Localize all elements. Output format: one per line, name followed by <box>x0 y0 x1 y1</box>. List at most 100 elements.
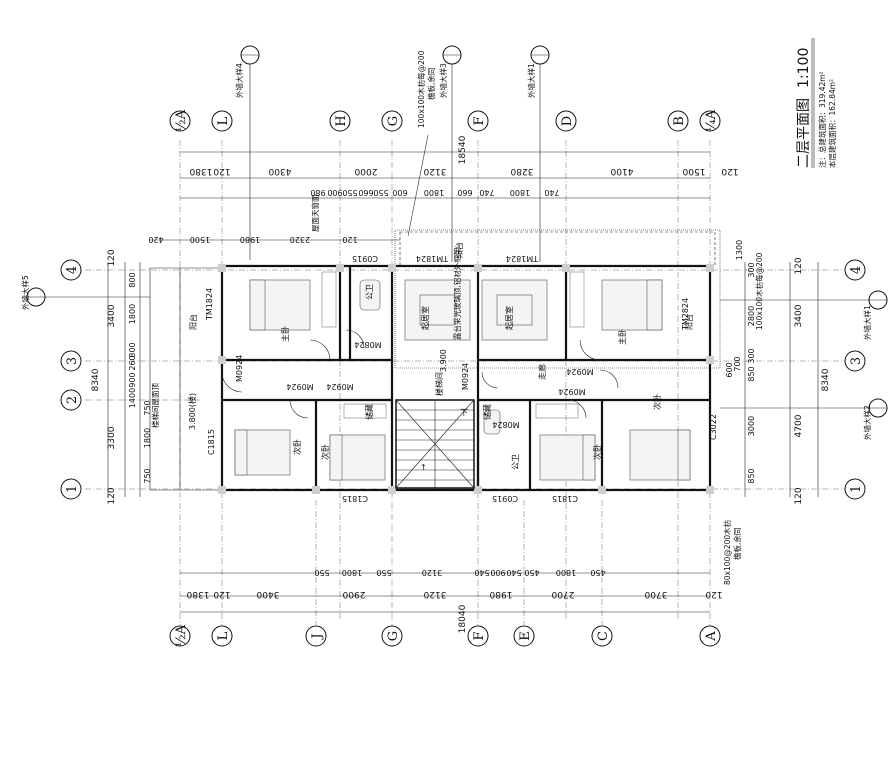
note-left-1: 外墙大样5 <box>20 275 30 310</box>
note-right-2: 外墙大样2 <box>862 405 872 440</box>
dim-bottom-6: 2700 <box>551 589 574 599</box>
bottom-axis-bubbles: ½A L J G F E C A <box>169 624 721 647</box>
axis-bottom-4: F <box>472 631 487 640</box>
dim-left-sub-5: 1400 <box>128 388 137 408</box>
dim-top-sub-2: 550 <box>342 188 357 197</box>
dim-top-3: 2000 <box>354 166 377 176</box>
dim-left-sub-4: 900 <box>128 372 137 387</box>
dim-right-sub-4: 850 <box>747 366 756 381</box>
axis-bottom-0: ½A <box>174 624 189 647</box>
room-master-right: 主卧 <box>617 329 627 345</box>
top-axis-bubbles: ½A L H G F D B ¼A <box>169 109 721 132</box>
dim-right-sub-1: 300 <box>747 262 756 277</box>
dim-top-sub-9: 1800 <box>510 188 530 197</box>
stair-down-label: 下 <box>460 408 468 417</box>
dim-bottom-2: 3400 <box>256 589 279 599</box>
dim-bottom-sub-2: 550 <box>376 568 391 577</box>
dim-right-sub-6: 850 <box>747 468 756 483</box>
dim-bottom-sub-3: 3120 <box>422 568 442 577</box>
dim-top-row3-0: 420 <box>148 235 163 244</box>
dim-bottom-sub-1: 1800 <box>342 568 362 577</box>
axis-bottom-2: J <box>310 633 325 640</box>
dim-left-0: 120 <box>107 249 117 266</box>
note-left-side: 楼梯间屋面顶 <box>150 383 160 428</box>
dim-top-row3-1: 1500 <box>190 235 210 244</box>
dim-left-sub-7: 1800 <box>143 428 152 448</box>
dim-top-sub-8: 740 <box>479 188 494 197</box>
tag-m0924-f: M0924 <box>558 387 585 396</box>
room-store-1: 储藏 <box>364 404 374 420</box>
tag-c0915-bot: C0915 <box>492 494 518 503</box>
dim-top-sub-0: 980 <box>310 188 325 197</box>
axis-top-1: L <box>216 116 231 125</box>
toilet-2 <box>483 409 501 435</box>
axis-left-1: 3 <box>65 357 80 365</box>
dim-left-sub-2: 800 <box>128 342 137 357</box>
note-roof-top: 屋面天窗面 <box>310 194 320 232</box>
axis-bottom-6: C <box>596 631 611 641</box>
dim-top-6: 4100 <box>610 166 633 176</box>
drawing-scale: 1:100 <box>796 48 812 88</box>
interior-walls <box>222 266 710 490</box>
tag-c0915-top: C0915 <box>352 254 378 263</box>
room-stair: 楼梯间 <box>434 372 444 396</box>
dim-left-sub-6: 750 <box>143 400 152 415</box>
tag-tm1824-a: TM1824 <box>205 288 214 321</box>
callout-notes: 外墙大样4 外墙大样3 外墙大样1 100x100木枋每@200 檐板,余同 屋… <box>20 45 888 585</box>
drawing-title: 二层平面图 <box>796 98 812 168</box>
dim-top-row3-4: 120 <box>342 235 357 244</box>
tag-m0824-b: M0824 <box>492 420 519 429</box>
furniture <box>234 271 691 481</box>
dim-left-sub-0: 800 <box>128 272 137 287</box>
dim-bottom-0: 1380 <box>186 589 209 599</box>
dim-right-total: 8340 <box>821 368 831 391</box>
dim-top-2: 4300 <box>268 166 291 176</box>
tag-m0924-c: M0924 <box>326 382 353 391</box>
top-dimensions-row3: 420 1500 1980 2320 120 <box>148 235 400 244</box>
wardrobe-left <box>321 271 337 328</box>
dim-bottom-4: 3120 <box>423 589 446 599</box>
dim-top-0: 1380 <box>189 166 212 176</box>
note-top-beam: 100x100木枋每@200 <box>416 50 426 128</box>
dim-top-8: 120 <box>721 166 738 176</box>
tag-tm1824-c: TM1824 <box>506 254 539 263</box>
dim-bottom-5: 1980 <box>489 589 512 599</box>
tag-c1815-a: C1815 <box>207 429 216 455</box>
axis-bottom-1: L <box>216 631 231 640</box>
room-bath-2: 公卫 <box>511 454 520 470</box>
dim-bottom-8: 120 <box>705 589 722 599</box>
left-dimensions: 8340 120 3400 3300 120 800 1800 800 260 … <box>91 249 152 504</box>
axis-top-6: B <box>672 116 687 126</box>
dim-right-3: 120 <box>794 487 804 504</box>
room-bedroom-1: 次卧 <box>292 439 302 455</box>
dim-bottom-sub-4: 540 <box>474 568 489 577</box>
top-dimensions: 18540 1380 120 4300 2000 3120 3280 4100 … <box>180 135 739 199</box>
right-dimensions: 8340 120 3400 4700 120 1300 300 2800 300… <box>725 240 831 505</box>
axis-right-1: 3 <box>849 357 864 365</box>
tag-m0824-a: M0824 <box>354 340 381 349</box>
dim-top-5: 3280 <box>510 166 533 176</box>
dim-left-total: 8340 <box>91 368 101 391</box>
tag-elevation-1: 3.800(楼) <box>187 393 197 430</box>
dim-bottom-sub-5: 900 <box>490 568 505 577</box>
dim-right-0: 120 <box>794 257 804 274</box>
dim-left-1: 3400 <box>107 304 117 327</box>
dim-bottom-7: 3700 <box>644 589 667 599</box>
note-top-3: 外墙大样1 <box>526 63 536 98</box>
note-top-beam-sub: 檐板,余同 <box>426 68 436 100</box>
dim-top-7: 1500 <box>682 166 705 176</box>
dim-bottom-1: 120 <box>213 589 230 599</box>
tag-m0924-a: M0924 <box>235 355 244 382</box>
room-living-2: 起居室 <box>504 306 514 330</box>
dim-bottom-3: 2900 <box>342 589 365 599</box>
tag-c3022: C3022 <box>709 414 718 440</box>
dim-bottom-sub-6: 540 <box>506 568 521 577</box>
axis-left-3: 1 <box>65 485 80 493</box>
room-bedroom-2: 次卧 <box>320 444 330 460</box>
axis-top-0: ½A <box>174 109 189 132</box>
room-bedroom-3: 次卧 <box>592 444 602 460</box>
room-store-2: 储藏 <box>482 404 492 420</box>
dim-right-sub-8: 600 <box>725 362 734 377</box>
axis-left-0: 4 <box>65 266 80 274</box>
